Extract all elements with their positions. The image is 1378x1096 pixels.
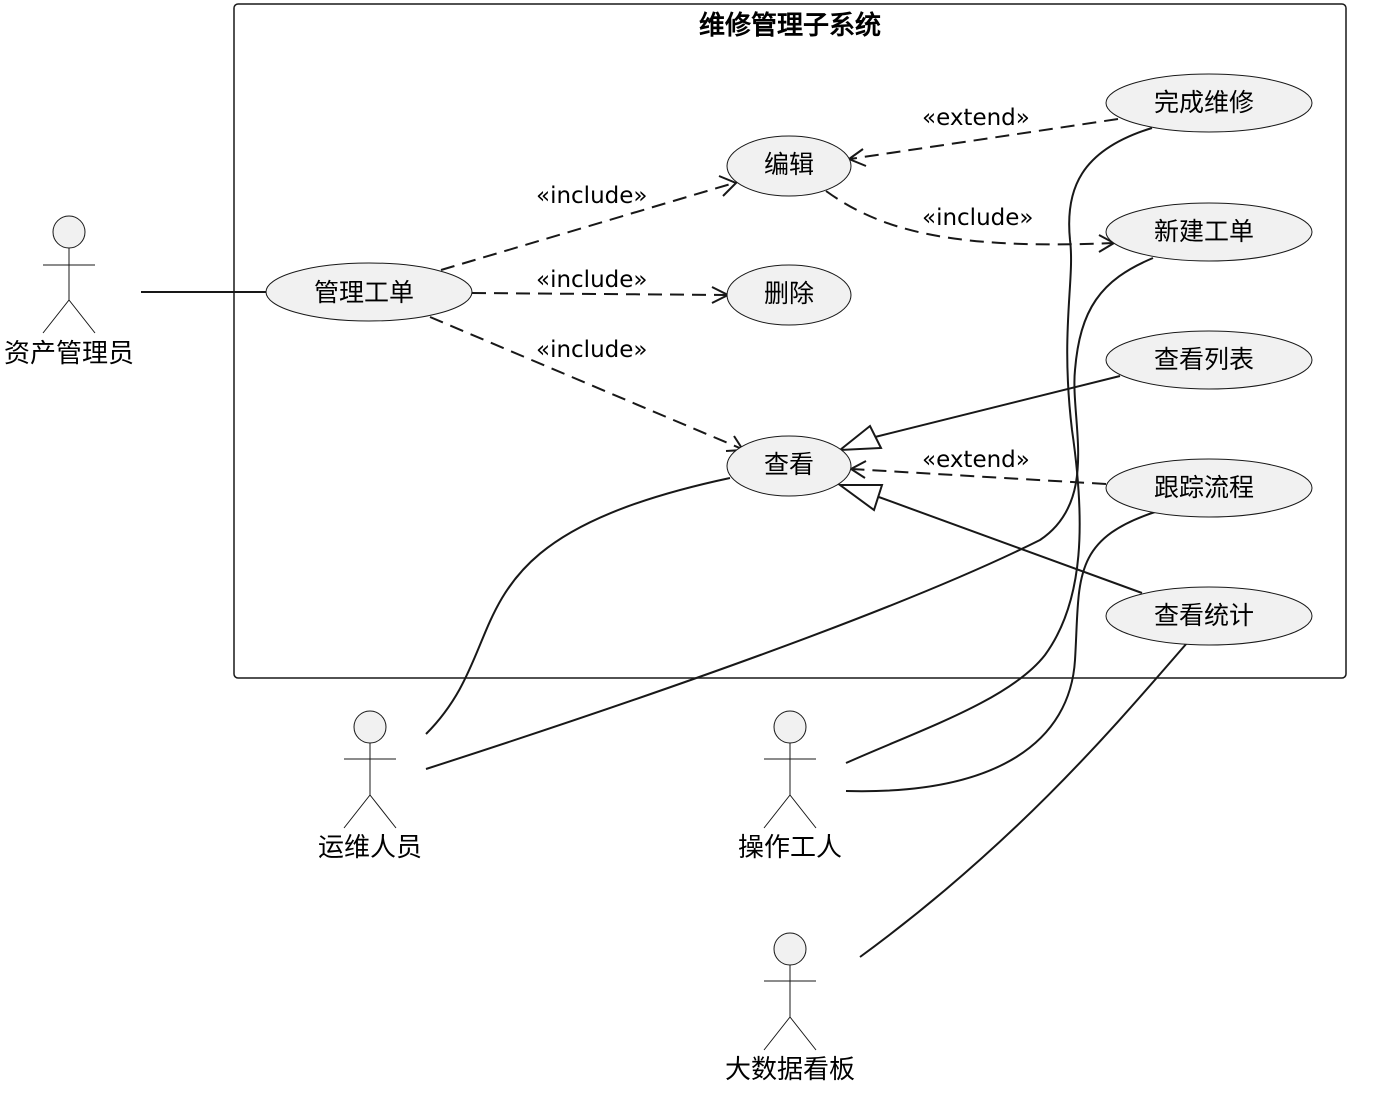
usecase-list[interactable]: 查看列表 bbox=[1105, 330, 1313, 390]
stereotype-include-edit: «include» bbox=[536, 183, 647, 209]
actor-dashboard-label: 大数据看板 bbox=[725, 1055, 855, 1085]
usecase-edit-label: 编辑 bbox=[764, 150, 814, 179]
usecase-stats-label: 查看统计 bbox=[1154, 601, 1254, 630]
usecase-create[interactable]: 新建工单 bbox=[1105, 202, 1313, 262]
associations bbox=[141, 127, 1188, 958]
usecase-track-shape bbox=[1105, 458, 1313, 518]
usecase-delete-shape bbox=[726, 264, 852, 326]
usecase-complete-shape bbox=[1105, 73, 1313, 133]
usecase-track[interactable]: 跟踪流程 bbox=[1105, 458, 1313, 518]
include-edit-create-line bbox=[825, 190, 1114, 246]
usecase-view-label: 查看 bbox=[764, 450, 814, 479]
assoc-ops-view bbox=[425, 477, 731, 735]
actor-ops-staff[interactable]: 运维人员 bbox=[318, 710, 422, 863]
generalizations bbox=[836, 375, 1143, 594]
assoc-dashboard-stats bbox=[859, 642, 1188, 958]
usecase-create-label: 新建工单 bbox=[1154, 217, 1254, 246]
usecase-stats[interactable]: 查看统计 bbox=[1105, 586, 1313, 646]
actor-operator-label: 操作工人 bbox=[738, 833, 842, 863]
usecase-list-shape bbox=[1105, 330, 1313, 390]
stick-figure-icon bbox=[343, 710, 397, 829]
usecase-view[interactable]: 查看 bbox=[726, 435, 852, 497]
usecase-create-shape bbox=[1105, 202, 1313, 262]
stick-figure-icon bbox=[763, 932, 817, 1051]
usecase-delete-label: 删除 bbox=[764, 279, 814, 308]
gen-list-view-head bbox=[836, 424, 883, 452]
usecase-complete-label: 完成维修 bbox=[1154, 88, 1254, 117]
stereotype-include-view: «include» bbox=[536, 337, 647, 363]
stereotype-include-delete: «include» bbox=[536, 267, 647, 293]
include-manage-edit-line bbox=[440, 182, 735, 271]
gen-stats-view-line bbox=[875, 495, 1143, 594]
include-manage-view-line bbox=[429, 316, 743, 450]
assoc-operator-track bbox=[845, 511, 1156, 793]
usecase-edit[interactable]: 编辑 bbox=[726, 135, 852, 197]
usecase-list-label: 查看列表 bbox=[1154, 345, 1254, 374]
usecase-manage-label: 管理工单 bbox=[314, 278, 414, 307]
stereotype-include-create: «include» bbox=[922, 205, 1033, 231]
usecase-view-shape bbox=[726, 435, 852, 497]
extend-complete-edit-line bbox=[849, 118, 1119, 160]
actor-dashboard[interactable]: 大数据看板 bbox=[725, 932, 855, 1085]
stick-figure-icon bbox=[763, 710, 817, 829]
usecase-manage-shape bbox=[265, 262, 473, 322]
actor-operator[interactable]: 操作工人 bbox=[738, 710, 842, 863]
system-title: 维修管理子系统 bbox=[699, 10, 881, 41]
stereotype-extend-track: «extend» bbox=[922, 447, 1030, 473]
actor-ops-staff-label: 运维人员 bbox=[318, 833, 422, 863]
stick-figure-icon bbox=[42, 215, 96, 334]
assoc-ops-create bbox=[425, 257, 1154, 770]
gen-list-view-line bbox=[874, 375, 1121, 438]
include-manage-edit-arrow bbox=[718, 175, 738, 197]
actor-asset-manager[interactable]: 资产管理员 bbox=[4, 215, 134, 369]
gen-stats-view-head bbox=[836, 484, 884, 512]
usecase-stats-shape bbox=[1105, 586, 1313, 646]
assoc-operator-complete bbox=[845, 127, 1153, 764]
usecase-delete[interactable]: 删除 bbox=[726, 264, 852, 326]
actor-asset-manager-label: 资产管理员 bbox=[4, 339, 134, 369]
usecase-edit-shape bbox=[726, 135, 852, 197]
usecase-track-label: 跟踪流程 bbox=[1154, 473, 1254, 502]
usecase-manage[interactable]: 管理工单 bbox=[265, 262, 473, 322]
usecase-complete[interactable]: 完成维修 bbox=[1105, 73, 1313, 133]
stereotype-extend-complete: «extend» bbox=[922, 105, 1030, 131]
